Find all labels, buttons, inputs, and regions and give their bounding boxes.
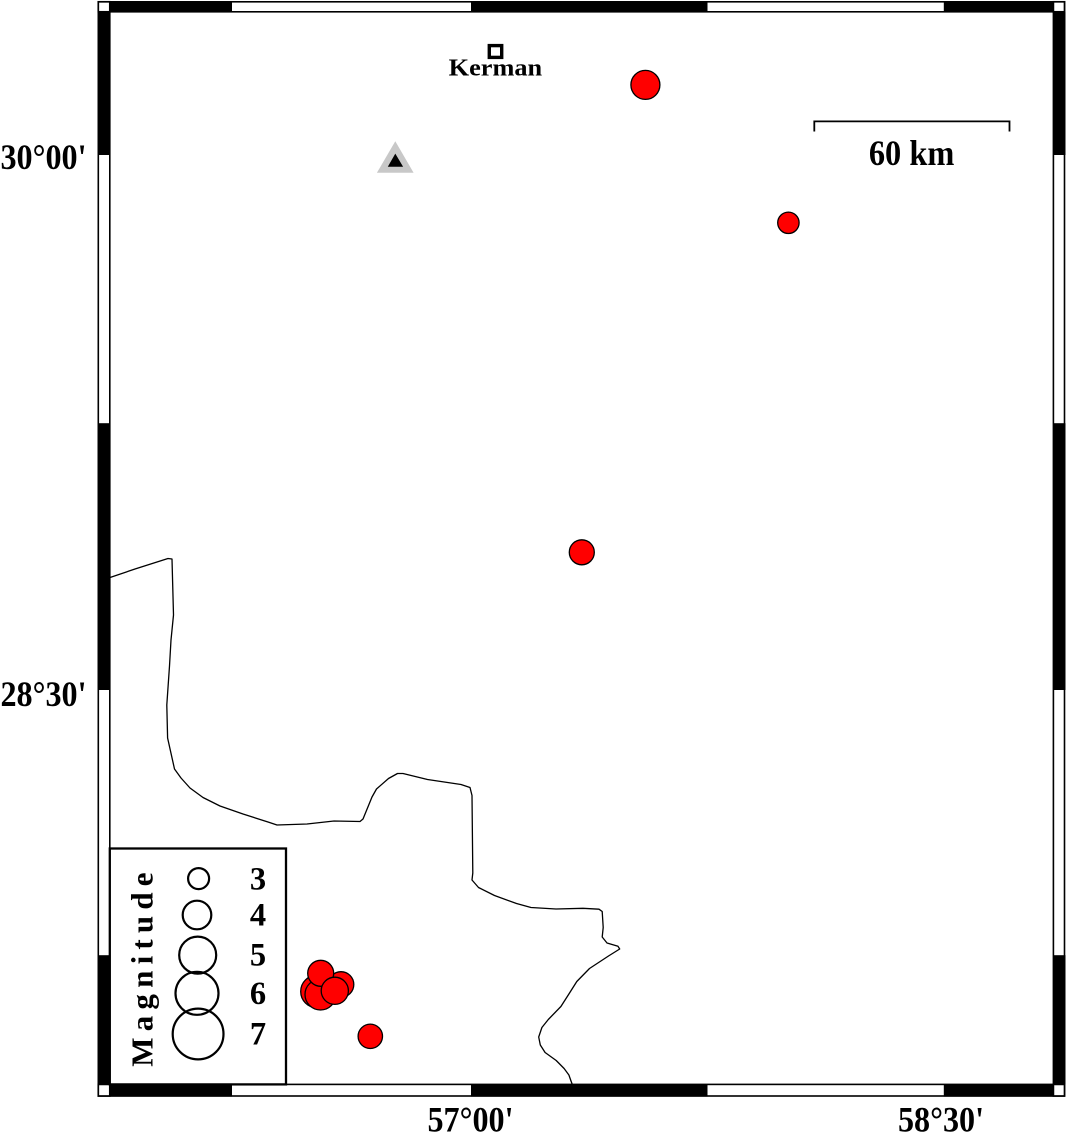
svg-text:58°30': 58°30' [898, 1100, 984, 1134]
svg-text:3: 3 [250, 862, 266, 898]
svg-text:30°00': 30°00' [1, 137, 87, 177]
svg-text:57°00': 57°00' [428, 1100, 514, 1134]
svg-text:5: 5 [250, 938, 266, 974]
svg-text:60 km: 60 km [869, 133, 955, 173]
svg-text:4: 4 [250, 898, 266, 934]
svg-text:Magnitude: Magnitude [124, 866, 159, 1066]
svg-text:28°30': 28°30' [1, 674, 87, 714]
svg-text:Kerman: Kerman [449, 55, 543, 82]
svg-text:6: 6 [250, 976, 266, 1012]
svg-text:7: 7 [250, 1017, 266, 1053]
